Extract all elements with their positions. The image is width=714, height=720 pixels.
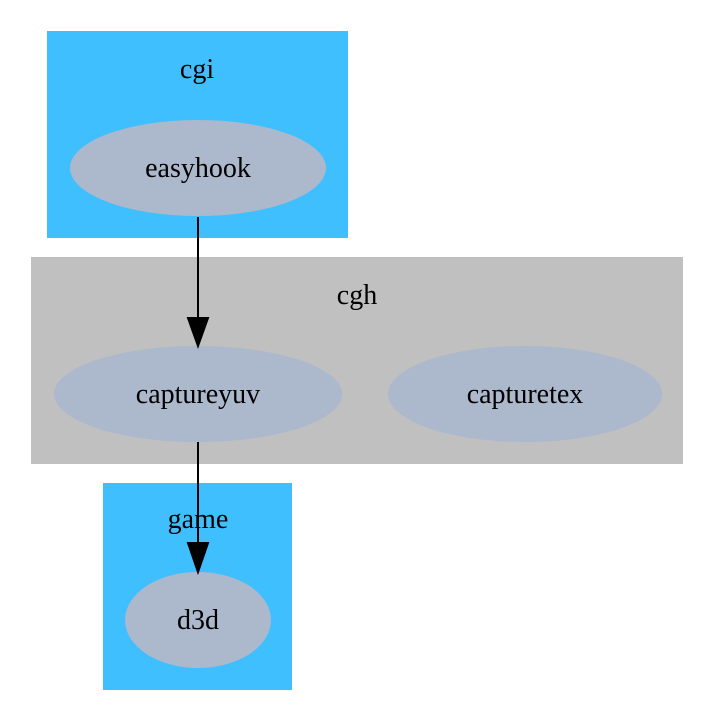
edge-captureyuv-to-d3d: [186, 442, 210, 576]
node-captureyuv[interactable]: captureyuv: [54, 346, 342, 442]
node-easyhook-label: easyhook: [145, 153, 251, 184]
node-d3d-label: d3d: [177, 605, 219, 636]
cluster-cgi-label: cgi: [180, 54, 214, 85]
edge-captureyuv-d3d-arrowhead: [186, 542, 210, 576]
cluster-cgh-label: cgh: [337, 280, 377, 311]
node-captureyuv-shape[interactable]: [54, 346, 342, 442]
node-captureyuv-label: captureyuv: [136, 379, 260, 410]
node-d3d-shape[interactable]: [125, 572, 271, 668]
node-capturetex-label: capturetex: [467, 379, 584, 410]
node-capturetex-shape[interactable]: [388, 346, 662, 442]
edge-easyhook-to-captureyuv: [186, 217, 210, 349]
node-capturetex[interactable]: capturetex: [388, 346, 662, 442]
node-d3d[interactable]: d3d: [125, 572, 271, 668]
node-easyhook-shape[interactable]: [70, 120, 326, 216]
node-easyhook[interactable]: easyhook: [70, 120, 326, 216]
edge-easyhook-captureyuv-arrowhead: [186, 317, 210, 349]
